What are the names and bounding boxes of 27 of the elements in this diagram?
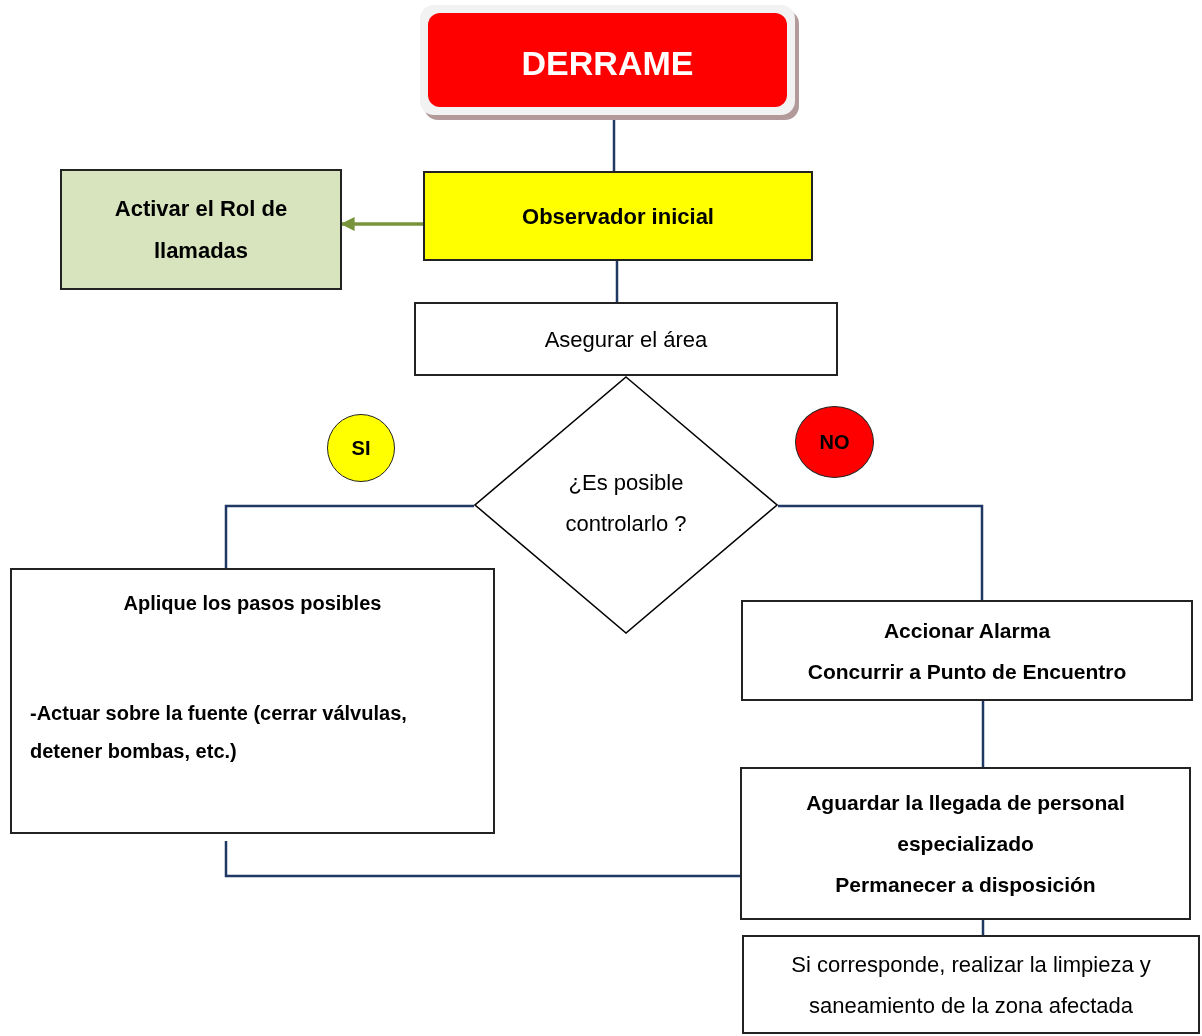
box-heading: Aguardar la llegada de personal especializado [805,790,1126,857]
box-body: -Actuar sobre la fuente (cerrar válvulas, detener bombas, etc.) [30,701,408,764]
connector-line [224,504,474,568]
connector-line [981,701,985,767]
node-title: DERRAME [521,43,694,83]
process-box [423,171,813,261]
box-text: Activar el Rol de llamadas [113,194,289,265]
connector-line [224,841,740,878]
process-box [414,302,838,376]
decision-question: ¿Es posible controlarlo ? [564,468,688,538]
box-line: Concurrir a Punto de Encuentro [806,658,1128,685]
process-box [10,568,495,834]
process-box [60,169,342,290]
decision-diamond [474,376,778,634]
box-text: NO [818,429,851,455]
box-text: Observador inicial [521,202,715,231]
process-box [741,600,1193,701]
box-text: Si corresponde, realizar la limpieza y saneamiento de la zona afectada [790,950,1152,1020]
connector-line [615,261,619,302]
box-text: Asegurar el área [543,325,709,354]
connector-line [778,504,984,600]
box-heading: Accionar Alarma [882,617,1052,644]
box-text: SI [350,435,372,461]
process-box [742,935,1200,1034]
box-heading: Aplique los pasos posibles [123,591,382,616]
process-box [740,767,1191,920]
box-line: Permanecer a disposición [834,872,1097,898]
